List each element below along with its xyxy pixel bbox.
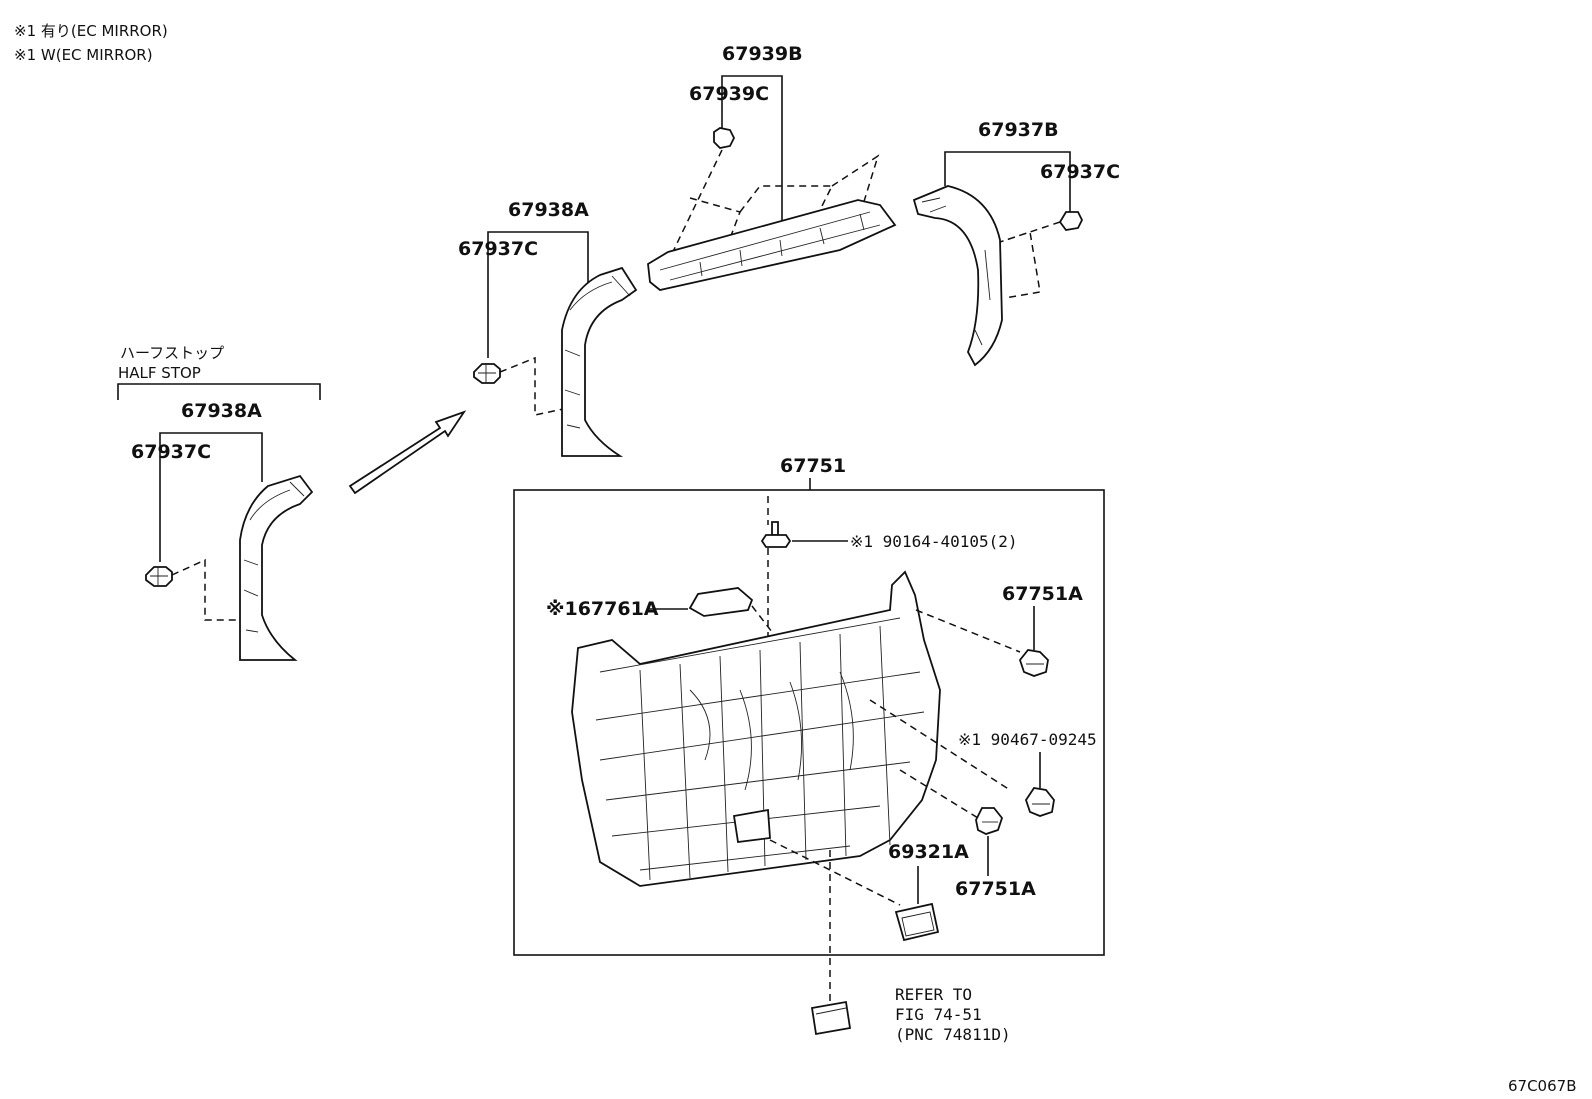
half-stop-label-en: HALF STOP <box>118 364 201 382</box>
label-67751: 67751 <box>780 455 846 477</box>
clip-67937C-right <box>1058 211 1084 231</box>
dash-67939C-d <box>831 154 880 209</box>
leader-67939B <box>721 75 783 222</box>
label-67939C: 67939C <box>689 83 769 105</box>
dash-top-clip <box>499 356 569 416</box>
direction-arrow <box>348 410 467 495</box>
refer-line3: (PNC 74811D) <box>895 1025 1011 1044</box>
leader-67938A-left <box>159 432 263 482</box>
label-90467-09245: ※1 90467-09245 <box>958 730 1097 749</box>
clip-67751A-top <box>1018 649 1049 677</box>
figure-code: 67C067B <box>1508 1077 1576 1095</box>
clip-67937C-left <box>145 566 173 587</box>
pillar-garnish-67938A-top <box>561 266 638 457</box>
label-67761A: ※167761A <box>546 598 659 620</box>
clip-67937C-top <box>473 363 501 384</box>
label-69321A: 69321A <box>888 841 969 863</box>
cover-67761A <box>688 587 754 617</box>
header-garnish-67939B <box>647 199 897 291</box>
label-67937C-left: 67937C <box>131 441 211 463</box>
half-stop-bracket <box>117 383 321 400</box>
leader-67938A-top <box>487 231 589 285</box>
pillar-garnish-67938A-left <box>239 474 314 661</box>
dash-69321A <box>769 839 901 906</box>
label-67939B: 67939B <box>722 43 803 65</box>
cover-69321A <box>894 902 940 942</box>
label-67751A-bottom: 67751A <box>955 878 1036 900</box>
clip-67939C <box>713 127 736 149</box>
half-stop-label-jp: ハーフストップ <box>120 344 224 362</box>
dash-right-clip <box>999 221 1061 299</box>
dash-67939C-c <box>739 185 834 221</box>
pillar-garnish-67937B-right <box>912 185 1003 367</box>
clip-90467-09245 <box>1025 787 1055 817</box>
refer-line1: REFER TO <box>895 985 972 1004</box>
leader-67937B <box>944 151 1071 188</box>
label-67937C-top: 67937C <box>458 238 538 260</box>
note-with-ec-mirror: ※1 有り(EC MIRROR) <box>14 22 168 40</box>
label-90164-40105: ※1 90164-40105(2) <box>850 532 1018 551</box>
dash-90467 <box>869 699 1011 791</box>
dash-67751A-top <box>915 609 1021 653</box>
panel-group-frame <box>513 489 1105 956</box>
back-door-trim-panel-67751 <box>571 570 941 887</box>
dash-left-clip <box>171 558 240 621</box>
label-67938A-top: 67938A <box>508 199 589 221</box>
label-67937B: 67937B <box>978 119 1059 141</box>
note-without-ec-mirror: ※1 W(EC MIRROR) <box>14 46 153 64</box>
dash-67751A-bottom <box>899 769 979 819</box>
label-67938A-left: 67938A <box>181 400 262 422</box>
screw-90164-40105 <box>760 521 792 548</box>
label-67751A-top: 67751A <box>1002 583 1083 605</box>
clip-67751A-bottom <box>975 807 1004 835</box>
label-67937C-right: 67937C <box>1040 161 1120 183</box>
refer-line2: FIG 74-51 <box>895 1005 982 1024</box>
dash-67939C-a <box>667 149 723 263</box>
refer-part-74811D <box>810 1000 852 1036</box>
